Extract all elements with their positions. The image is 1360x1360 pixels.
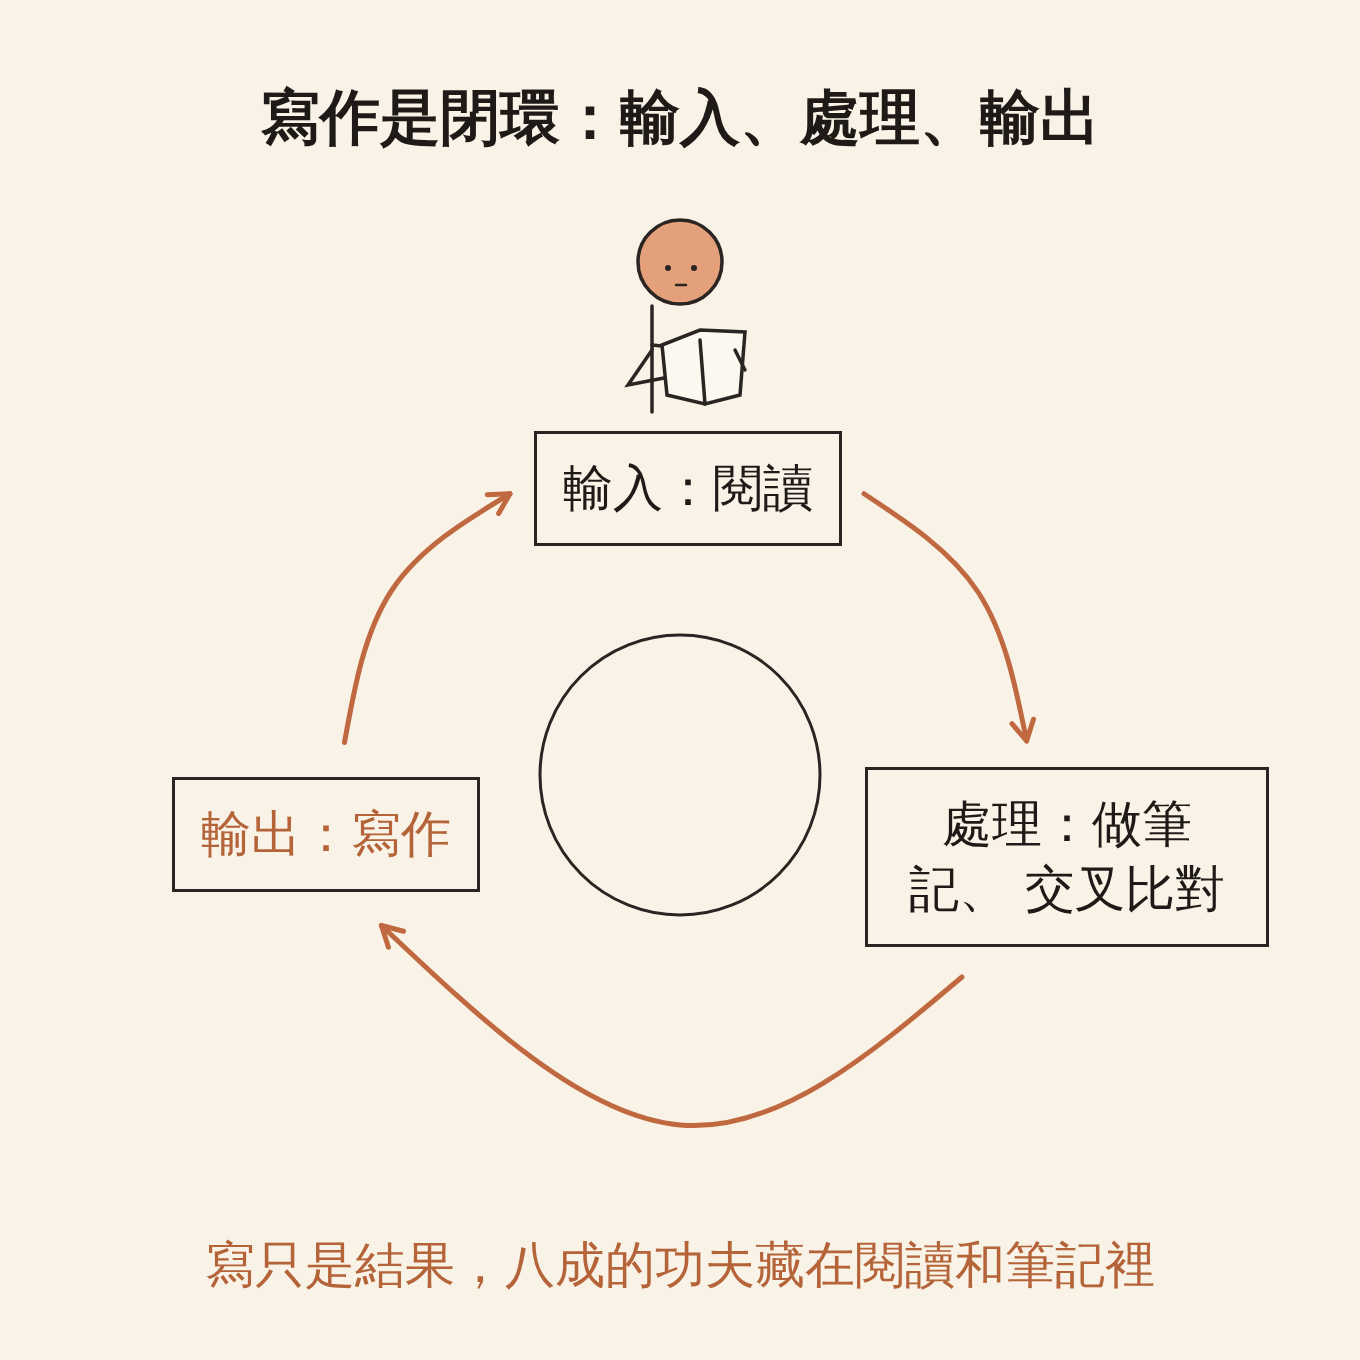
- box-label: 輸出：寫作: [201, 802, 451, 867]
- process-box: 處理：做筆記、 交叉比對: [865, 767, 1269, 947]
- cycle-arrow: [344, 494, 510, 743]
- center-circle: [540, 635, 820, 915]
- cycle-arrow: [864, 494, 1027, 741]
- diagram-caption: 寫只是結果，八成的功夫藏在閱讀和筆記裡: [0, 1232, 1360, 1299]
- box-label: 輸入：閱讀: [563, 456, 813, 521]
- process-box: 輸入：閱讀: [534, 431, 842, 546]
- diagram-title: 寫作是閉環：輸入、處理、輸出: [0, 78, 1360, 159]
- cycle-arrow: [381, 926, 962, 1126]
- process-box: 輸出：寫作: [172, 777, 480, 892]
- box-label: 處理：做筆記、 交叉比對: [894, 792, 1240, 922]
- reader-figure: [628, 220, 745, 412]
